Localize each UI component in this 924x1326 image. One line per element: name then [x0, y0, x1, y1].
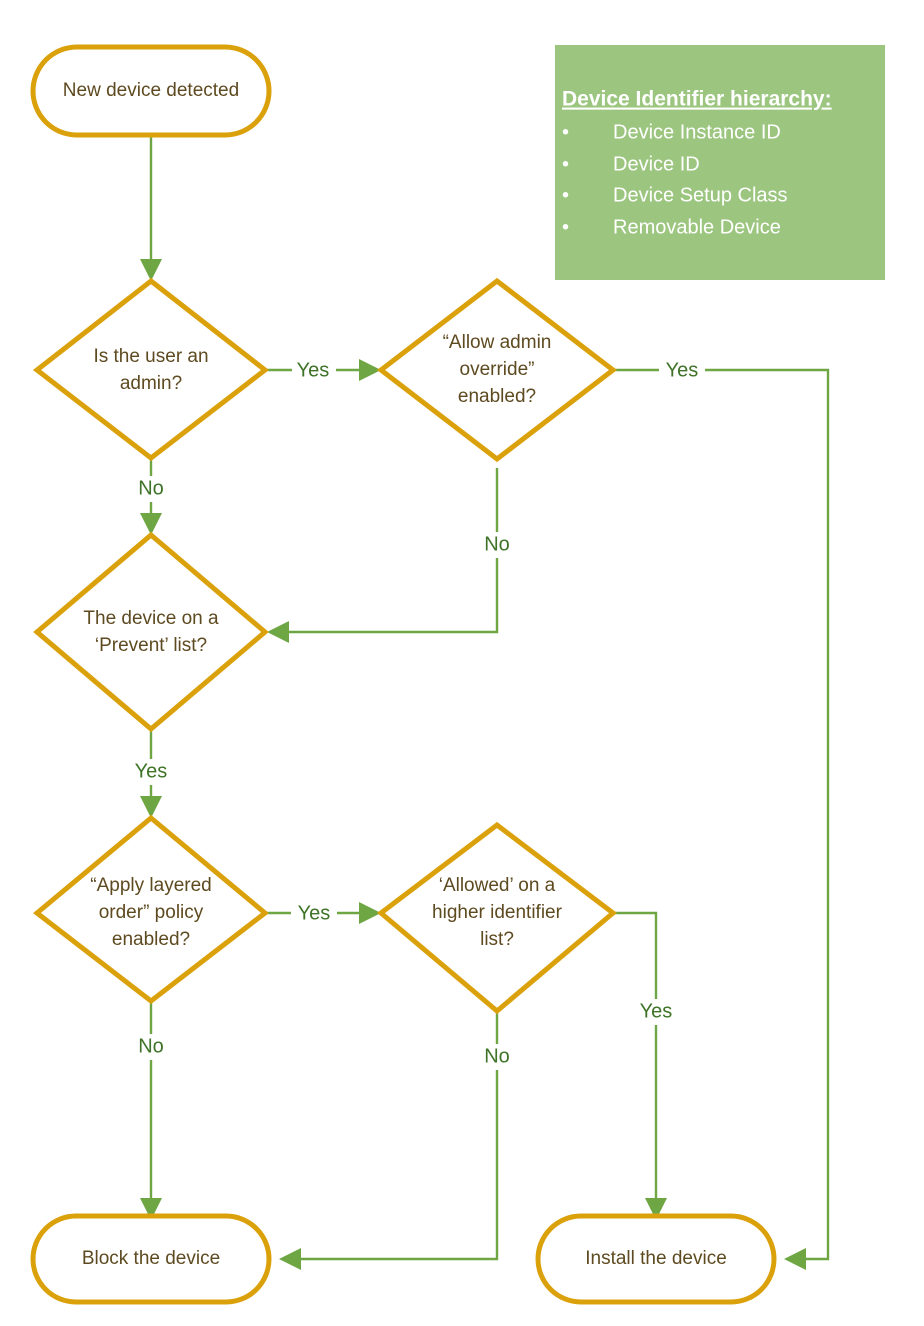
node-label-line1: Is the user an [93, 346, 208, 367]
legend-item-2: Device Setup Class [613, 184, 788, 206]
node-label-line2: ‘Prevent’ list? [95, 635, 207, 656]
decision-shape [377, 821, 617, 1015]
arrow-head [140, 513, 162, 535]
node-label: Block the device [82, 1248, 220, 1269]
decision-shape [32, 277, 270, 462]
legend-bullet-icon: • [562, 153, 569, 175]
node-allowed-on-higher-identifier-list[interactable]: ‘Allowed’ on a higher identifier list? [377, 821, 617, 1015]
edge-label-backdrop [477, 532, 517, 558]
legend-bullet-icon: • [562, 216, 569, 238]
edge-allowed-no-to-block: No [279, 1011, 517, 1270]
node-apply-layered-order-enabled[interactable]: “Apply layered order” policy enabled? [33, 814, 269, 1005]
edge-label-backdrop [292, 357, 336, 383]
node-label-line1: “Apply layered [90, 875, 211, 896]
arrow-head [359, 902, 381, 924]
edge-label-backdrop [633, 999, 679, 1025]
edge-label-layered-yes: Yes [298, 902, 331, 924]
edge-label-admin-yes: Yes [297, 359, 330, 381]
edge-label-backdrop [131, 1034, 171, 1060]
node-label-line3: enabled? [458, 386, 536, 407]
edge-label-allowed-yes: Yes [640, 1000, 673, 1022]
node-label-line2: override” [460, 359, 535, 380]
edge-isadmin-no-to-prevent: No [131, 457, 171, 535]
decision-shape [33, 814, 269, 1005]
node-label-line1: ‘Allowed’ on a [439, 875, 556, 896]
edge-line [613, 368, 830, 1261]
edge-override-yes-to-install: Yes [613, 357, 830, 1270]
node-install-the-device[interactable]: Install the device [535, 1213, 777, 1305]
arrow-head [279, 1248, 301, 1270]
node-label-line2: order” policy [99, 902, 204, 923]
arrow-head [784, 1248, 806, 1270]
edge-label-backdrop [477, 1044, 517, 1070]
edge-label-backdrop [128, 759, 174, 785]
edge-line [613, 911, 658, 1204]
edge-label-backdrop [659, 357, 705, 383]
node-label: Install the device [585, 1248, 727, 1269]
node-label-line1: “Allow admin [443, 332, 552, 353]
edge-label-backdrop [291, 900, 337, 926]
edge-allowed-yes-to-install: Yes [613, 911, 679, 1220]
edge-line [283, 468, 499, 634]
arrow-head [140, 259, 162, 281]
edge-prevent-yes-to-layered: Yes [128, 729, 174, 818]
terminator-shape [535, 1213, 777, 1305]
node-label-line2: admin? [120, 373, 182, 394]
edge-layered-yes-to-allowed: Yes [265, 900, 381, 926]
edge-label-backdrop [131, 476, 171, 502]
legend-bullet-icon: • [562, 184, 569, 206]
node-label-line3: enabled? [112, 929, 190, 950]
node-is-user-an-admin[interactable]: Is the user an admin? [32, 277, 270, 462]
legend-device-identifier-hierarchy: Device Identifier hierarchy: • Device In… [555, 45, 885, 280]
legend-item-1: Device ID [613, 153, 700, 175]
legend-title: Device Identifier hierarchy: [562, 88, 832, 111]
edge-label-override-yes: Yes [666, 359, 699, 381]
legend-item-3: Removable Device [613, 216, 781, 238]
legend-item-0: Device Instance ID [613, 121, 781, 143]
edge-label-allowed-no: No [484, 1045, 510, 1067]
terminator-shape [30, 44, 272, 138]
arrow-head [140, 796, 162, 818]
node-device-on-prevent-list[interactable]: The device on a ‘Prevent’ list? [33, 531, 269, 733]
arrow-head [140, 1198, 162, 1220]
legend-background [555, 45, 885, 280]
edge-label-admin-no: No [138, 477, 164, 499]
edge-isadmin-yes-to-override: Yes [265, 357, 381, 383]
node-block-the-device[interactable]: Block the device [30, 1213, 272, 1305]
edge-start-to-isadmin [140, 136, 162, 281]
node-label-line1: The device on a [83, 608, 219, 629]
edge-label-layered-no: No [138, 1035, 164, 1057]
edge-line [295, 1011, 499, 1261]
arrow-head [267, 621, 289, 643]
node-allow-admin-override-enabled[interactable]: “Allow admin override” enabled? [376, 277, 618, 463]
node-new-device-detected[interactable]: New device detected [30, 44, 272, 138]
decision-shape [33, 531, 269, 733]
node-label: New device detected [63, 80, 239, 101]
arrow-head [359, 359, 381, 381]
edge-label-override-no: No [484, 533, 510, 555]
legend-bullet-icon: • [562, 121, 569, 143]
node-label-line3: list? [480, 929, 514, 950]
node-label-line2: higher identifier [432, 902, 563, 923]
edge-override-no-to-prevent: No [267, 468, 517, 643]
decision-shape [376, 277, 618, 463]
edge-layered-no-to-block: No [131, 1000, 171, 1220]
edge-label-prevent-yes: Yes [135, 760, 168, 782]
arrow-head [645, 1198, 667, 1220]
terminator-shape [30, 1213, 272, 1305]
